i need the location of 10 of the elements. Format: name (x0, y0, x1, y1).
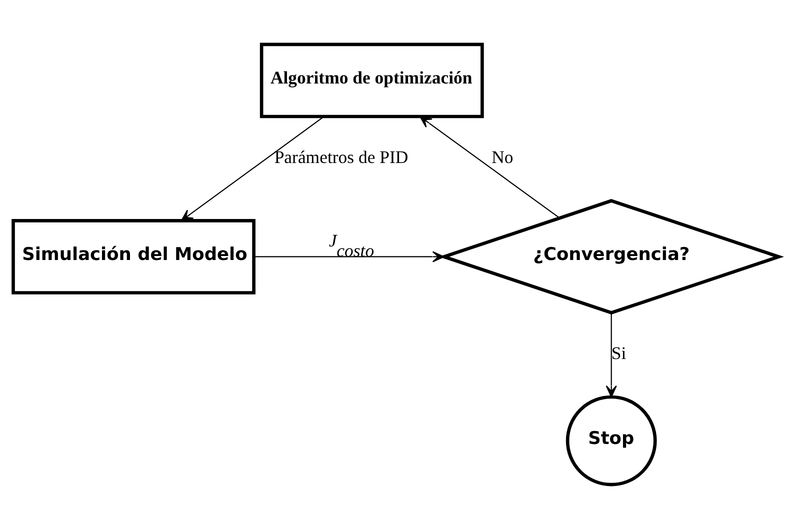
edge-label: Si (611, 343, 626, 364)
edge-label: Parámetros de PID (274, 146, 408, 167)
arrow (606, 312, 617, 398)
node-box: Algoritmo de optimización (260, 42, 484, 118)
node-circle: Stop (566, 395, 657, 486)
arrow (180, 116, 324, 222)
arrow (420, 116, 560, 218)
arrow (254, 251, 444, 262)
edge-label: No (492, 146, 514, 167)
node-box: Simulación del Modelo (12, 219, 256, 294)
